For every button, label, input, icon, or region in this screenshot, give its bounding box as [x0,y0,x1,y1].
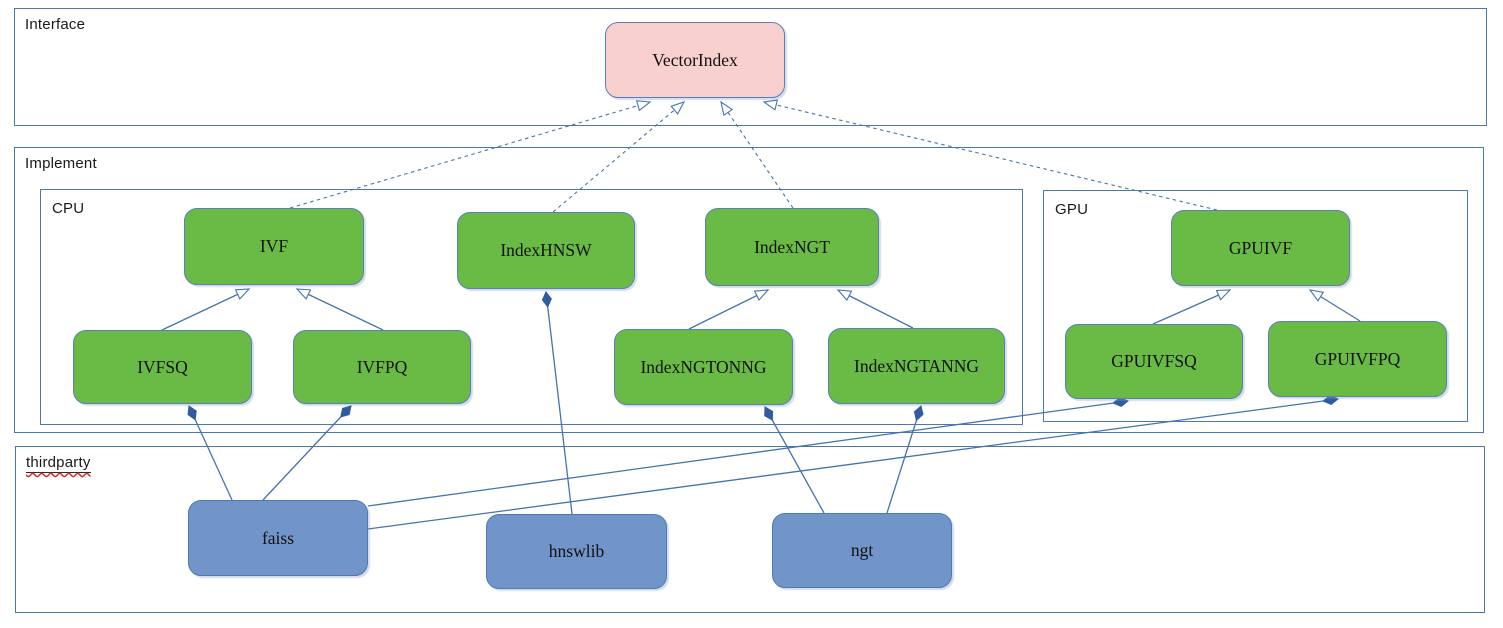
node-ivfsq[interactable]: IVFSQ [73,330,252,404]
node-indexngt[interactable]: IndexNGT [705,208,879,286]
container-thirdparty[interactable]: thirdparty [15,446,1485,613]
edge-indexngt-vectorindex[interactable] [721,102,794,209]
container-cpu-label: CPU [52,200,85,217]
edge-hnswlib-indexhnsw[interactable] [541,291,573,515]
edge-faiss-gpuivfpq[interactable] [367,394,1339,530]
edge-ivfpq-ivf[interactable] [297,289,384,331]
container-implement[interactable]: Implement [14,147,1484,433]
edge-gpuivfsq-gpuivf[interactable] [1152,290,1230,325]
node-gpuivfpq-label: GPUIVFPQ [1314,348,1401,369]
node-ivf[interactable]: IVF [184,208,364,285]
container-gpu-label: GPU [1055,201,1089,218]
container-gpu[interactable]: GPU [1043,190,1468,422]
edge-faiss-ivfpq[interactable] [262,405,352,501]
node-ivf-label: IVF [259,236,289,256]
node-ivfpq-label: IVFPQ [356,356,408,377]
node-gpuivfsq-label: GPUIVFSQ [1111,351,1197,371]
node-ivfsq-label: IVFSQ [137,356,188,377]
node-hnswlib[interactable]: hnswlib [486,514,667,589]
edge-gpuivfpq-gpuivf[interactable] [1310,290,1361,322]
edge-ivfsq-ivf[interactable] [161,289,249,331]
edge-gpuivf-vectorindex[interactable] [764,102,1218,211]
container-interface[interactable]: Interface [14,8,1487,126]
node-faiss-label: faiss [261,527,295,548]
edge-ivf-vectorindex[interactable] [289,102,650,209]
edge-indexhnsw-vectorindex[interactable] [552,102,684,213]
edge-indexngtanng-indexngt[interactable] [838,290,914,329]
edge-indexngtonng-indexngt[interactable] [688,290,768,330]
node-faiss[interactable]: faiss [188,500,368,576]
node-indexhnsw[interactable]: IndexHNSW [457,212,635,289]
node-indexngtanng-label: IndexNGTANNG [854,355,979,376]
node-indexngt-label: IndexNGT [754,236,830,257]
node-ngt-label: ngt [850,540,874,560]
node-ngt[interactable]: ngt [772,513,952,588]
container-implement-label: Implement [25,155,97,172]
edge-faiss-ivfsq[interactable] [187,405,233,501]
node-vectorindex[interactable]: VectorIndex [605,22,785,98]
node-gpuivf[interactable]: GPUIVF [1171,210,1350,286]
container-cpu[interactable]: CPU [40,189,1023,425]
node-gpuivf-label: GPUIVF [1228,237,1293,258]
edge-ngt-indexngtanng[interactable] [886,405,924,514]
node-indexngtonng[interactable]: IndexNGTONNG [614,329,793,405]
edge-faiss-gpuivfsq[interactable] [367,396,1129,507]
node-hnswlib-label: hnswlib [548,541,605,561]
node-ivfpq[interactable]: IVFPQ [293,330,471,404]
container-interface-label: Interface [25,16,86,33]
node-gpuivfsq[interactable]: GPUIVFSQ [1065,324,1243,399]
node-vectorindex-label: VectorIndex [652,49,738,70]
node-indexngtanng[interactable]: IndexNGTANNG [828,328,1005,404]
node-indexngtonng-label: IndexNGTONNG [640,356,767,377]
node-indexhnsw-label: IndexHNSW [500,240,592,260]
node-gpuivfpq[interactable]: GPUIVFPQ [1268,321,1447,397]
container-thirdparty-label: thirdparty [26,454,91,473]
edge-ngt-indexngtonng[interactable] [764,406,825,514]
